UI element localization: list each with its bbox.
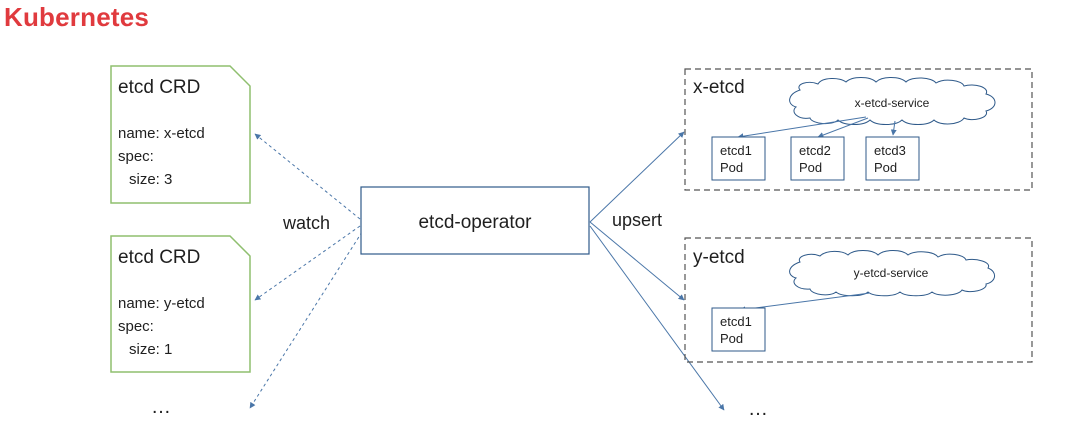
service-to-pod-arrows (737, 116, 897, 140)
service-label: x-etcd-service (855, 96, 930, 110)
watch-arrows (249, 133, 363, 409)
crd-spec-line: spec: (118, 148, 154, 165)
upsert-arrow-more (589, 225, 725, 411)
crd-spec-line: spec: (118, 318, 154, 335)
upsert-arrows (589, 131, 725, 411)
pod-type: Pod (720, 160, 743, 175)
upsert-arrow-x-etcd (589, 131, 685, 223)
etcd-operator-box: etcd-operator (360, 186, 590, 255)
crd-name-line: name: y-etcd (118, 295, 205, 312)
crd-y-etcd: etcd CRD name: y-etcd spec: size: 1 (110, 235, 251, 373)
cluster-y-etcd: y-etcd y-etcd-service etcd1 Pod (684, 237, 1033, 363)
watch-arrow-crd2 (254, 225, 361, 301)
cluster-x-etcd: x-etcd x-etcd-service etcd1 Pod etcd2 Po… (684, 68, 1033, 191)
document-shape-icon (110, 65, 251, 204)
operator-label: etcd-operator (418, 212, 532, 233)
left-ellipsis: … (151, 396, 171, 418)
pod-name: etcd3 (874, 143, 906, 158)
pod-type: Pod (799, 160, 822, 175)
cluster-name: y-etcd (693, 247, 745, 268)
page-title: Kubernetes (4, 2, 150, 32)
crd-title: etcd CRD (118, 77, 200, 98)
pod-name: etcd2 (799, 143, 831, 158)
crd-size-line: size: 3 (129, 171, 172, 188)
document-shape-icon (110, 235, 251, 373)
crd-name-line: name: x-etcd (118, 125, 205, 142)
crd-x-etcd: etcd CRD name: x-etcd spec: size: 3 (110, 65, 251, 204)
pod-name: etcd1 (720, 143, 752, 158)
upsert-arrow-y-etcd (589, 221, 685, 301)
pod-box: etcd2 Pod (790, 136, 845, 181)
pod-type: Pod (720, 331, 743, 346)
pod-type: Pod (874, 160, 897, 175)
pod-name: etcd1 (720, 314, 752, 329)
cluster-name: x-etcd (693, 77, 745, 98)
cloud-icon (789, 77, 996, 125)
cloud-icon (789, 250, 995, 297)
watch-arrow-crd1 (254, 133, 361, 220)
pod-box: etcd1 Pod (711, 136, 766, 181)
service-label: y-etcd-service (854, 266, 929, 280)
watch-arrow-more (249, 231, 363, 409)
crd-title: etcd CRD (118, 247, 200, 268)
pod-box: etcd3 Pod (865, 136, 920, 181)
pod-box: etcd1 Pod (711, 307, 766, 352)
watch-label: watch (282, 213, 330, 233)
upsert-label: upsert (612, 210, 662, 230)
crd-size-line: size: 1 (129, 341, 172, 358)
service-to-pod-arrows (739, 292, 871, 313)
right-ellipsis: … (748, 398, 768, 420)
